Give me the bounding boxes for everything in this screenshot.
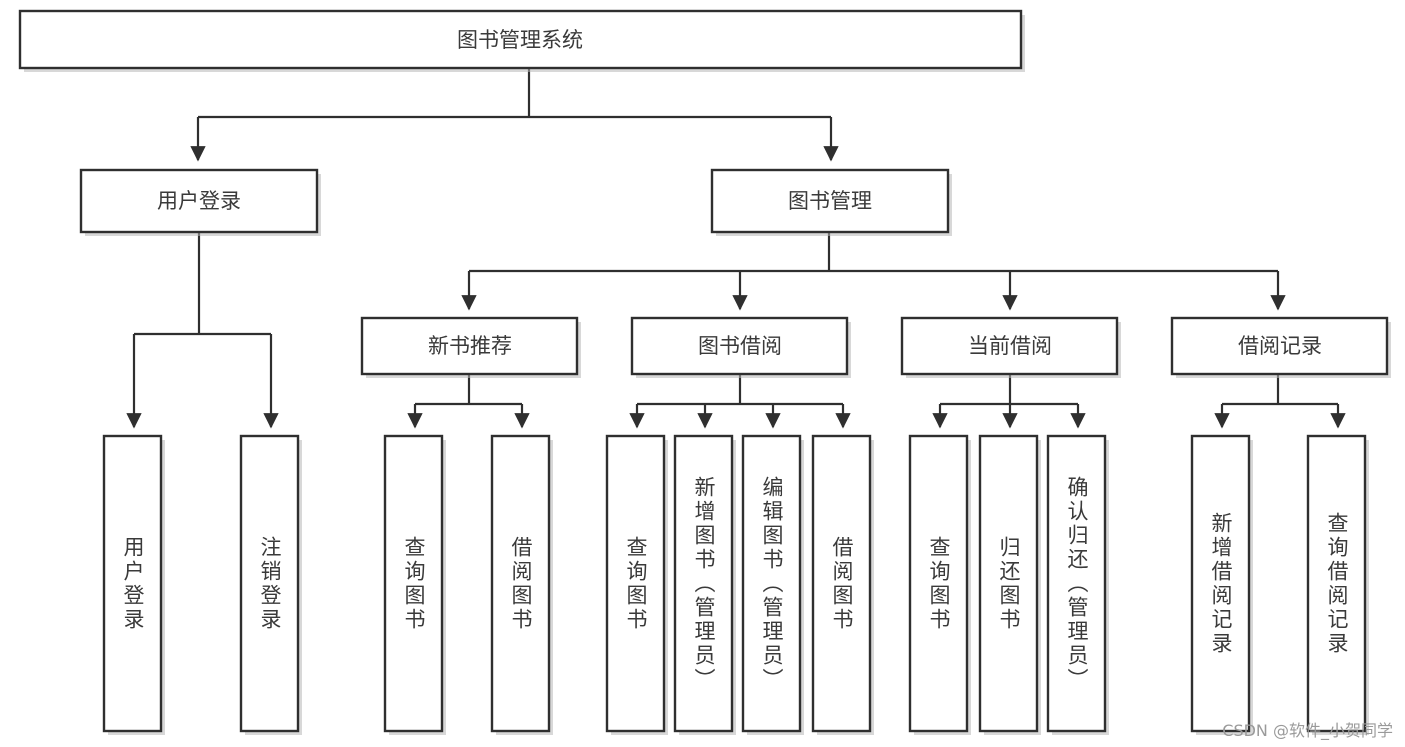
node-new-book-recommend-label: 新书推荐	[428, 334, 512, 358]
node-leaf-add-book[interactable]	[673, 434, 736, 735]
connector-currentborrow-to-leaves	[932, 374, 1086, 429]
node-book-borrow-label: 图书借阅	[698, 334, 782, 358]
connector-root-to-level2	[190, 68, 839, 162]
node-book-management[interactable]: 图书管理	[710, 168, 952, 236]
node-current-borrow[interactable]: 当前借阅	[900, 316, 1121, 378]
node-user-login-label: 用户登录	[157, 189, 241, 213]
node-leaf-borrow-book-2[interactable]	[811, 434, 874, 735]
node-leaf-edit-book[interactable]	[741, 434, 804, 735]
node-user-login[interactable]: 用户登录	[79, 168, 321, 236]
connector-userlogin-to-leaves	[126, 232, 279, 429]
node-root-system[interactable]: 图书管理系统	[18, 9, 1025, 72]
node-borrow-record-label: 借阅记录	[1238, 334, 1322, 358]
connector-newbook-to-leaves	[407, 374, 530, 429]
node-book-management-label: 图书管理	[788, 189, 872, 213]
node-new-book-recommend[interactable]: 新书推荐	[360, 316, 581, 378]
connector-borrowrecord-to-leaves	[1214, 374, 1346, 429]
csdn-watermark: CSDN @软件_小贺同学	[1222, 721, 1393, 740]
node-leaf-borrow-book-1[interactable]	[490, 434, 553, 735]
node-leaf-query-record[interactable]	[1306, 434, 1369, 735]
node-leaf-query-book-3[interactable]	[908, 434, 971, 735]
node-leaf-query-book-2[interactable]	[605, 434, 668, 735]
node-current-borrow-label: 当前借阅	[968, 334, 1052, 358]
node-leaf-query-book-1[interactable]	[383, 434, 446, 735]
node-leaf-return-book[interactable]	[978, 434, 1041, 735]
node-leaf-logout[interactable]	[239, 434, 302, 735]
connector-bookmgmt-to-level3	[461, 232, 1286, 311]
node-leaf-add-record[interactable]	[1190, 434, 1253, 735]
node-book-borrow[interactable]: 图书借阅	[630, 316, 851, 378]
node-leaf-user-login[interactable]	[102, 434, 165, 735]
node-borrow-record[interactable]: 借阅记录	[1170, 316, 1391, 378]
node-root-label: 图书管理系统	[457, 28, 583, 52]
node-leaf-confirm-return[interactable]	[1046, 434, 1109, 735]
connector-bookborrow-to-leaves	[629, 374, 851, 429]
